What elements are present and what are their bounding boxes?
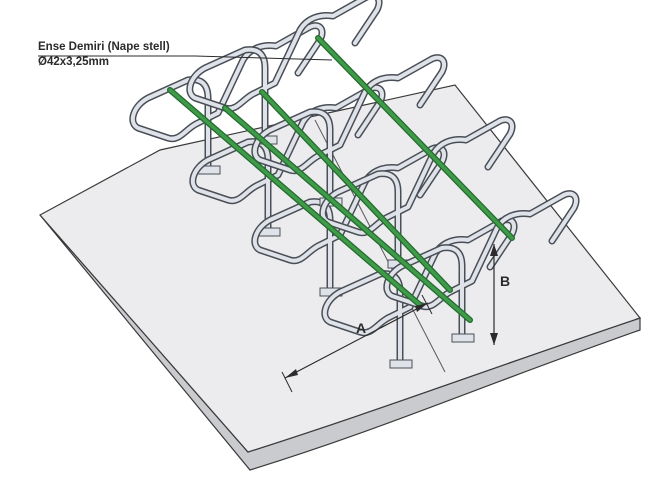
- dimension-b-label: B: [500, 273, 510, 289]
- green-rail-2: [222, 105, 473, 323]
- rack-hoop-7: [319, 116, 516, 266]
- rack-hoop-6: [251, 54, 448, 204]
- dimension-b-arrow-bottom: [490, 333, 498, 345]
- dimension-a-tick-right: [421, 294, 433, 315]
- dimension-a: A: [281, 294, 433, 393]
- dimension-a-arrow-right: [415, 303, 428, 312]
- dimension-b: B: [490, 244, 510, 345]
- dimension-a-arrow-left: [285, 369, 298, 378]
- green-rail-1: [167, 87, 423, 308]
- rack-hoop-8: [383, 190, 580, 340]
- callout-title: Ense Demiri (Nape stell): [38, 41, 170, 53]
- dimension-a-line: [284, 302, 429, 379]
- dimension-a-tick-left: [281, 371, 293, 393]
- callout-spec: Ø42x3,25mm: [38, 56, 109, 68]
- dimension-a-label: A: [356, 320, 366, 336]
- callout-label: Ense Demiri (Nape stell) Ø42x3,25mm: [38, 40, 170, 70]
- foot-plate-4: [389, 359, 413, 369]
- rack-hoop-5: [186, 0, 383, 142]
- green-rail-3: [315, 35, 515, 241]
- rack-hoop-3: [251, 144, 448, 294]
- callout-leader: [38, 55, 333, 61]
- foot-plate-8: [451, 333, 475, 343]
- green-rails: [167, 35, 515, 323]
- green-rail-4: [259, 89, 453, 293]
- dimension-b-arrow-top: [490, 244, 498, 256]
- rack-hoops: [129, 0, 580, 369]
